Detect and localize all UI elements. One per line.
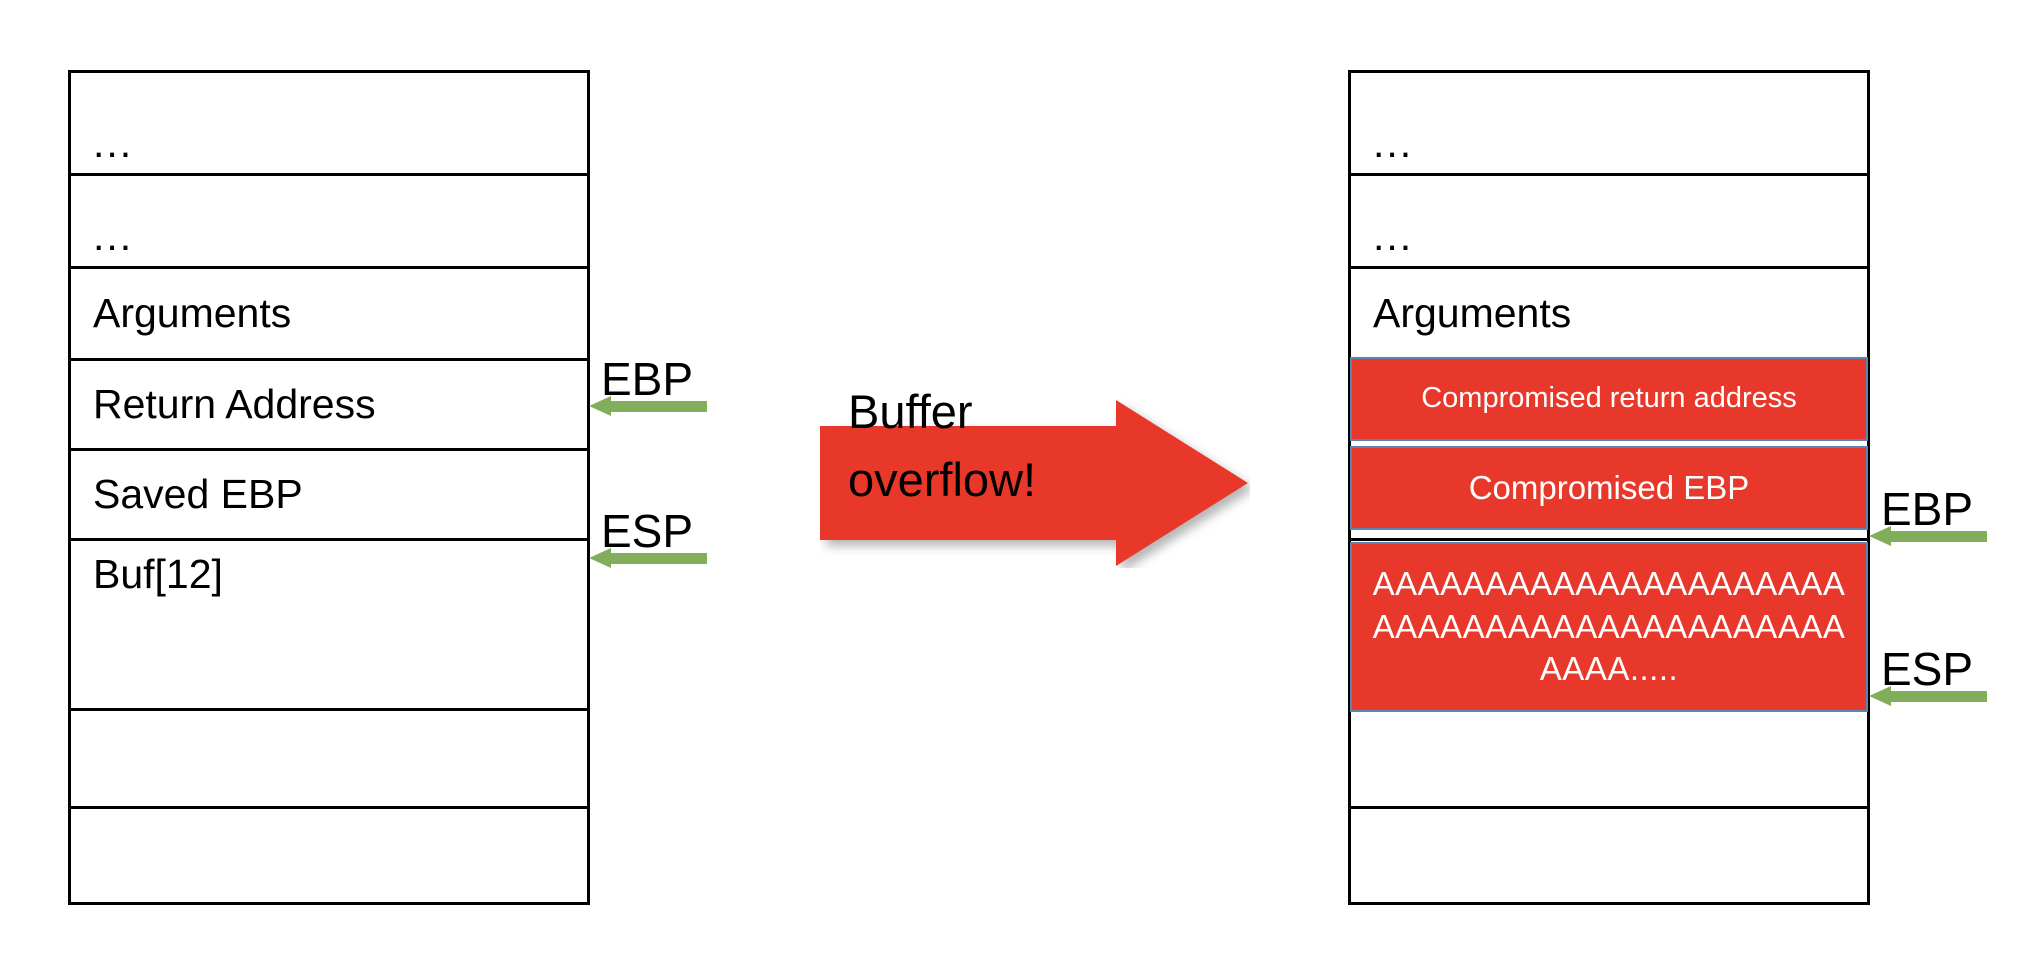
esp-arrow-left [589,548,707,568]
stack-row [71,711,587,809]
stack-row: ... [71,73,587,176]
arrow-shaft [1889,531,1987,542]
buffer-overflow-arrow [820,398,1250,568]
stack-row: ... [1351,176,1867,269]
esp-label-right: ESP [1881,643,1974,695]
arrow-head-icon [1869,686,1891,706]
stack-row [1351,451,1867,541]
ebp-label-right: EBP [1881,483,1974,535]
esp-label-left: ESP [601,505,694,557]
stack-row-label: Buf[12] [93,551,223,597]
compromised-return-address-block: Compromised return address [1350,357,1868,441]
stack-row-buf: Buf[12] [71,541,587,711]
arrow-head-icon [1869,526,1891,546]
arrow-shaft [609,553,707,564]
stack-row [1351,809,1867,902]
esp-arrow-right [1869,686,1987,706]
compromised-ebp-block: Compromised EBP [1350,446,1868,530]
ebp-label-left: EBP [601,353,694,405]
overflow-label-line2: overflow! [848,453,1037,506]
stack-row-arguments: Arguments [71,269,587,361]
stack-row-label: ... [93,212,134,259]
ebp-arrow-left [589,396,707,416]
arrow-head-icon [589,396,611,416]
overflow-payload-block: AAAAAAAAAAAAAAAAAAAAA AAAAAAAAAAAAAAAAAA… [1350,542,1868,712]
overflow-label-line1: Buffer [848,385,973,438]
ebp-arrow-right [1869,526,1987,546]
stack-row-label: Arguments [1373,289,1572,336]
stack-row-label: Arguments [93,289,292,336]
stack-row-label: Saved EBP [93,470,303,517]
stack-row [71,809,587,902]
stack-row-label: ... [1373,119,1414,166]
arrow-shaft [1889,691,1987,702]
stack-row-return-address: Return Address [71,361,587,451]
payload-line: AAAA..... [1539,650,1679,688]
payload-line: AAAAAAAAAAAAAAAAAAAAA [1372,607,1846,645]
compromised-ebp-label: Compromised EBP [1468,468,1750,506]
stack-row-label: ... [1373,212,1414,259]
stack-row-arguments: Arguments [1351,269,1867,361]
stack-row-label: ... [93,119,134,166]
stack-row-label: Return Address [93,380,376,427]
arrow-shaft [609,401,707,412]
compromised-return-address-label: Compromised return address [1421,382,1797,415]
stack-row [1351,711,1867,809]
normal-stack-table: ... ... Arguments Return Address Saved E… [68,70,590,905]
payload-line: AAAAAAAAAAAAAAAAAAAAA [1372,564,1846,602]
stack-row-saved-ebp: Saved EBP [71,451,587,541]
arrow-head-icon [589,548,611,568]
stack-row: ... [1351,73,1867,176]
stack-row: ... [71,176,587,269]
